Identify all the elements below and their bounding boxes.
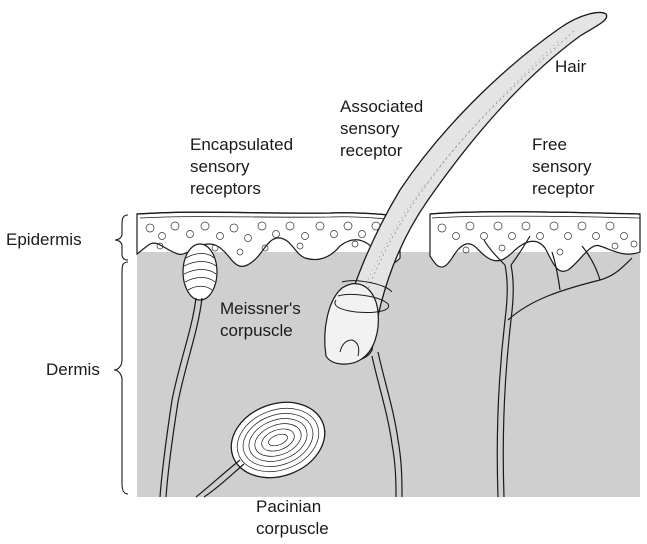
svg-text:Free: Free [532, 135, 567, 154]
svg-text:receptors: receptors [190, 179, 261, 198]
associated-receptor-label: Associated sensory receptor [340, 97, 423, 160]
svg-text:corpuscle: corpuscle [256, 519, 329, 538]
svg-text:Associated: Associated [340, 97, 423, 116]
meissner-corpuscle [183, 244, 217, 300]
encapsulated-receptors-label: Encapsulated sensory receptors [190, 135, 293, 198]
svg-text:receptor: receptor [340, 141, 403, 160]
svg-text:sensory: sensory [190, 157, 250, 176]
pacinian-label: Pacinian corpuscle [256, 497, 329, 538]
free-receptor-label: Free sensory receptor [532, 135, 595, 198]
svg-text:sensory: sensory [340, 119, 400, 138]
svg-text:Encapsulated: Encapsulated [190, 135, 293, 154]
epidermis-bracket [115, 215, 128, 260]
svg-text:Pacinian: Pacinian [256, 497, 321, 516]
dermis-label: Dermis [46, 360, 100, 379]
dermis-bracket [114, 262, 128, 494]
svg-text:Meissner's: Meissner's [220, 299, 301, 318]
svg-text:sensory: sensory [532, 157, 592, 176]
hair-label: Hair [555, 57, 587, 76]
svg-text:corpuscle: corpuscle [220, 321, 293, 340]
epidermis-label: Epidermis [6, 230, 82, 249]
svg-text:receptor: receptor [532, 179, 595, 198]
